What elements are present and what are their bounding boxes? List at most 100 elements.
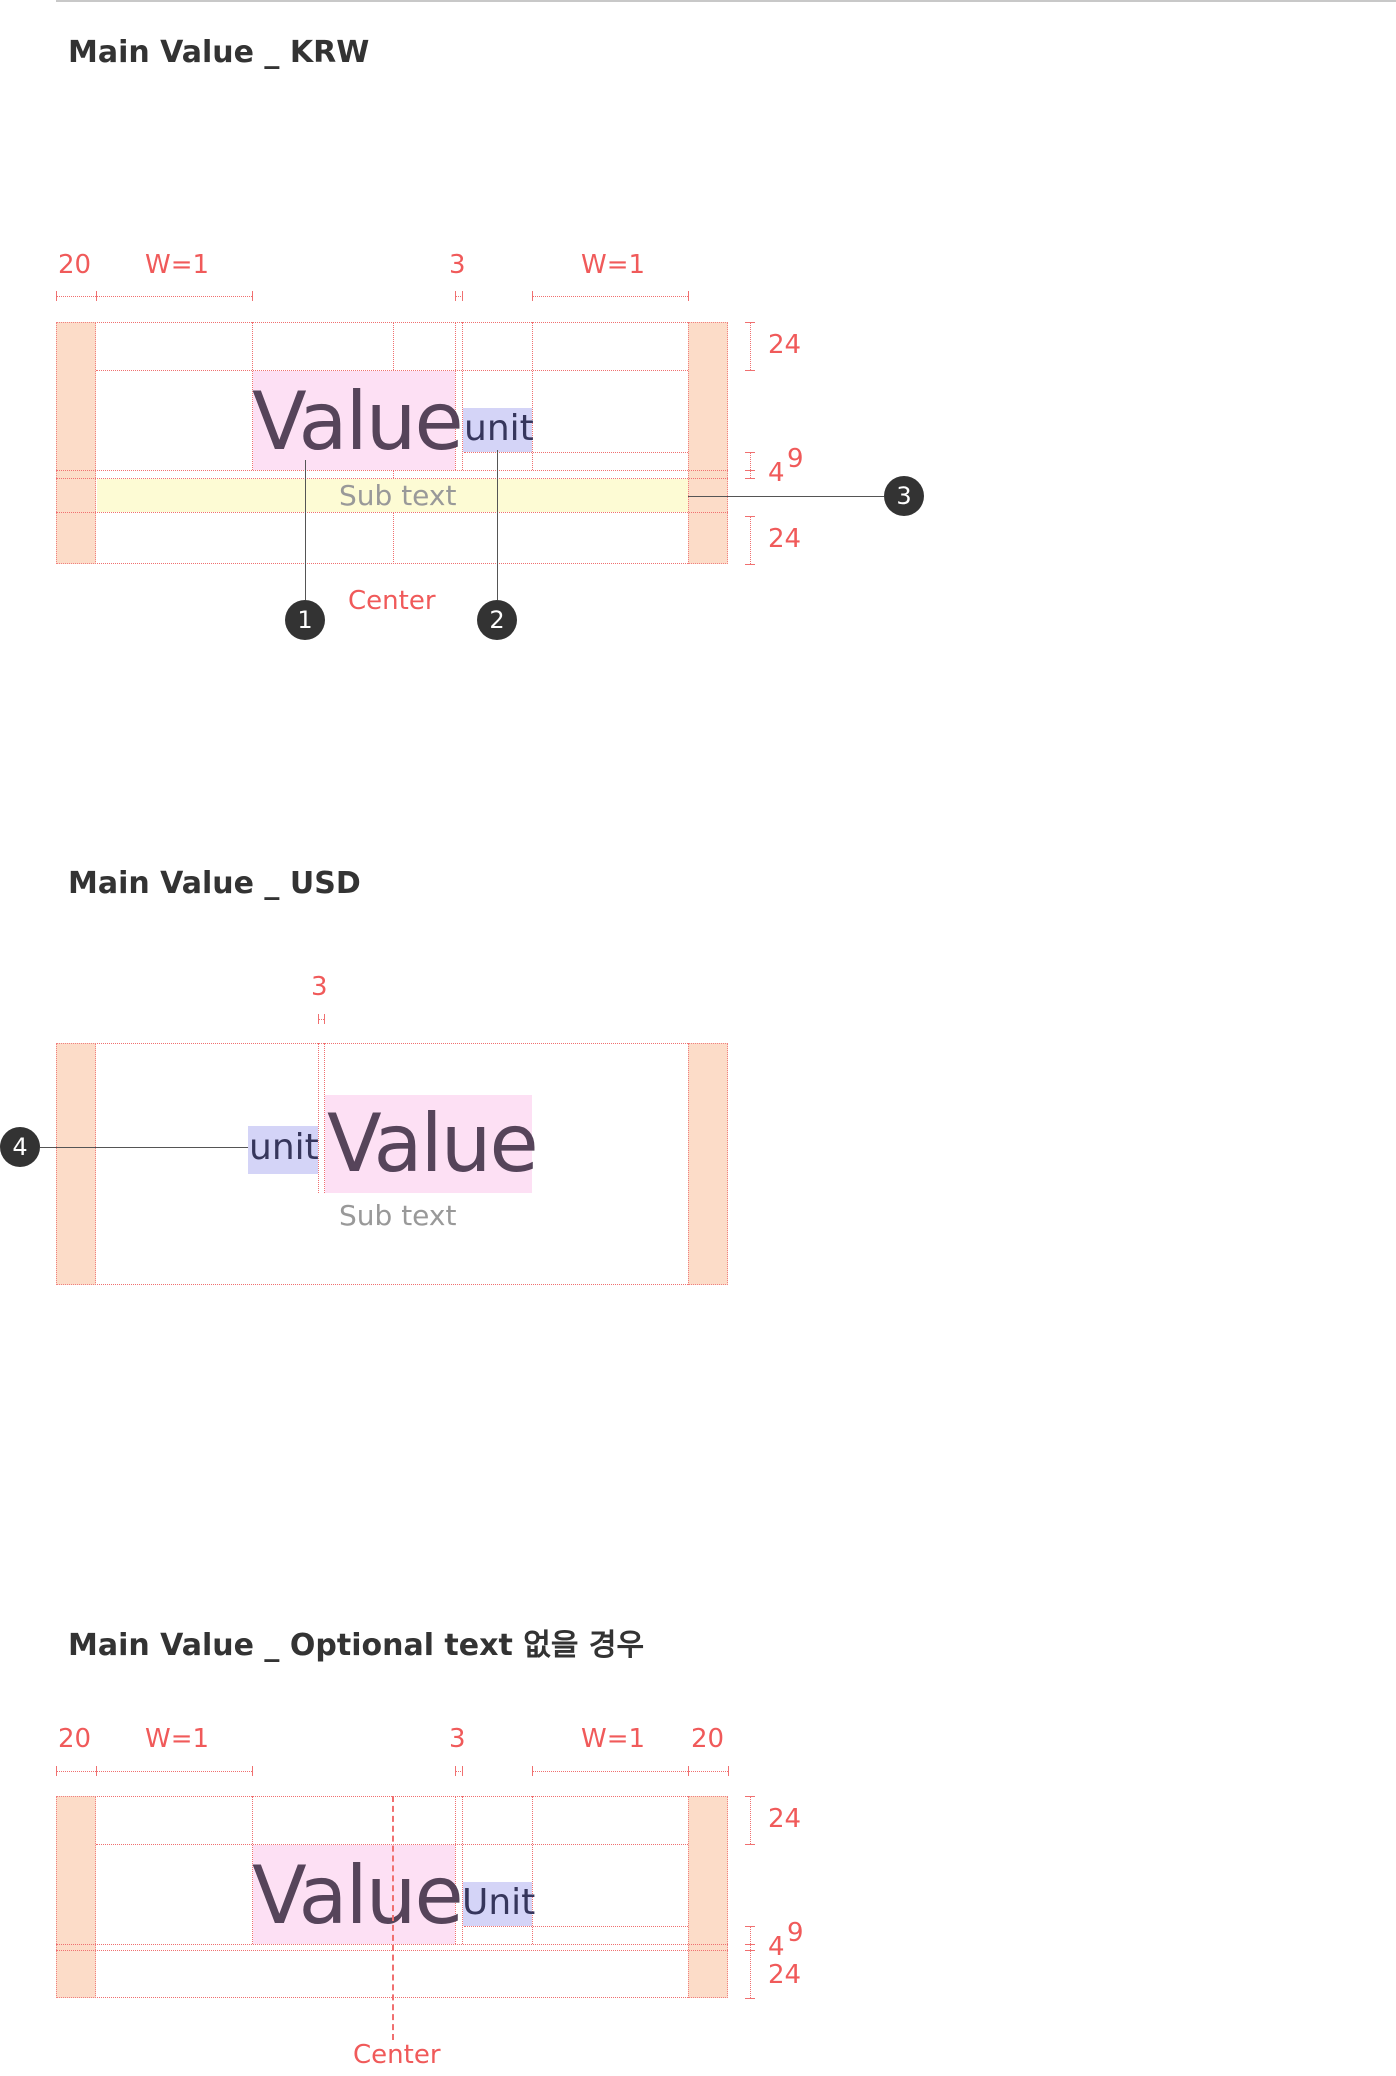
dim-line-margin-right (688, 1771, 728, 1772)
center-label: Center (353, 2040, 441, 2070)
dim-tick (455, 291, 456, 301)
dim-tick (745, 470, 755, 471)
unit-area (463, 408, 532, 452)
dim-value-sub-gap: 4 (768, 458, 785, 488)
guide-sub-bottom (56, 512, 728, 513)
dim-tick (745, 1926, 755, 1927)
guide-value-left (324, 1043, 325, 1193)
guide-unit-right (318, 1043, 319, 1193)
dim-line-width-left (96, 296, 252, 297)
margin-right (688, 1043, 728, 1285)
guide-top-padding (96, 370, 688, 371)
dim-v-gap (750, 1926, 751, 1950)
badge-2: 2 (477, 600, 517, 640)
guide-unit-right (532, 1796, 533, 1944)
badge-1: 1 (285, 600, 325, 640)
value-text: Value (252, 375, 464, 468)
dim-tick (745, 516, 755, 517)
center-label: Center (348, 586, 436, 616)
dim-width-right: W=1 (581, 250, 646, 280)
dim-tick (56, 291, 57, 301)
dim-line-gap (455, 1771, 463, 1772)
dim-v-bottom (750, 516, 751, 564)
dim-tick (56, 1766, 57, 1776)
guide-sub-top (56, 478, 728, 479)
guide-value-right (455, 1796, 456, 1944)
guide-value-bottom (56, 470, 728, 471)
dim-line-width-left (96, 1771, 252, 1772)
top-divider (56, 0, 1396, 2)
dim-line-width-right (532, 1771, 688, 1772)
leader-2 (497, 450, 498, 600)
dim-line-width-right (532, 296, 688, 297)
dim-nine: 9 (787, 1918, 804, 1948)
guide-unit-right (532, 322, 533, 470)
value-area (253, 1845, 455, 1944)
dim-tick (745, 1796, 755, 1797)
dim-line-gap-usd (318, 1019, 324, 1020)
dim-top-padding: 24 (768, 1804, 802, 1834)
margin-left (56, 1043, 96, 1285)
leader-4 (40, 1147, 248, 1148)
value-text: Value (327, 1097, 539, 1190)
dim-tick (745, 1998, 755, 1999)
dim-gap: 3 (449, 250, 466, 280)
dim-gap: 3 (449, 1724, 466, 1754)
badge-4: 4 (0, 1127, 40, 1167)
leader-1 (305, 460, 306, 600)
dim-tick (252, 1766, 253, 1776)
guide-value-left (252, 322, 253, 470)
section-title-krw: Main Value _ KRW (68, 35, 370, 70)
dim-value-sub-gap: 4 (768, 1932, 785, 1962)
dim-tick (532, 291, 533, 301)
dim-v-top (750, 322, 751, 370)
dim-line-margin (56, 1771, 96, 1772)
guide-unit-left (462, 322, 463, 470)
dim-tick (745, 322, 755, 323)
badge-3: 3 (884, 476, 924, 516)
dim-top-padding: 24 (768, 330, 802, 360)
value-area (325, 1095, 532, 1193)
dim-bottom-padding: 24 (768, 524, 802, 554)
subtext: Sub text (339, 1199, 457, 1232)
dim-margin-left: 20 (58, 1724, 92, 1754)
dim-tick (252, 291, 253, 301)
dim-width-left: W=1 (145, 1724, 210, 1754)
dim-line-gap (455, 296, 463, 297)
dim-tick (745, 452, 755, 453)
unit-area (248, 1126, 318, 1174)
dim-tick (745, 1844, 755, 1845)
dim-tick (728, 1766, 729, 1776)
unit-text: unit (464, 408, 534, 449)
value-area (253, 371, 455, 470)
dim-tick (745, 564, 755, 565)
guide-unit-bottom (464, 452, 688, 453)
dim-bottom-padding: 24 (768, 1960, 802, 1990)
dim-v-bottom (750, 1950, 751, 1998)
dim-margin-right: 20 (691, 1724, 725, 1754)
guide-unit-left (462, 1796, 463, 1944)
dim-tick (455, 1766, 456, 1776)
value-text: Value (252, 1849, 464, 1942)
dim-v-gap (750, 452, 751, 478)
subtext: Sub text (339, 479, 457, 512)
margin-right (688, 322, 728, 564)
center-dashed-line (392, 1796, 394, 2040)
dim-width-right: W=1 (581, 1724, 646, 1754)
unit-area (463, 1882, 532, 1926)
dim-width-left: W=1 (145, 250, 210, 280)
dim-margin-left: 20 (58, 250, 92, 280)
dim-tick (745, 478, 755, 479)
dim-nine: 9 (787, 444, 804, 474)
dim-gap-usd: 3 (311, 972, 328, 1002)
dim-line-margin (56, 296, 96, 297)
dim-tick (324, 1014, 325, 1024)
unit-text: Unit (462, 1882, 536, 1923)
margin-left (56, 322, 96, 564)
guide-value-left (252, 1796, 253, 1944)
dim-tick (745, 1944, 755, 1945)
section-title-no-subtext: Main Value _ Optional text 없을 경우 (68, 1628, 645, 1663)
dim-tick (745, 370, 755, 371)
margin-right (688, 1796, 728, 1998)
leader-3 (688, 496, 884, 497)
